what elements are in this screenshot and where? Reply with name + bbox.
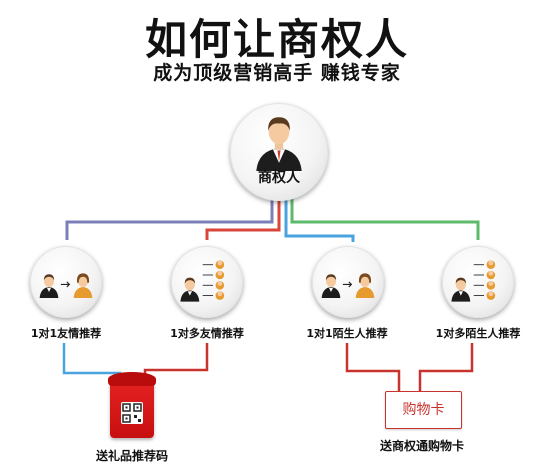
branch-node-1	[30, 246, 102, 318]
branch-label-1: 1对1友情推荐	[30, 327, 102, 340]
branch-node-3	[312, 246, 384, 318]
branch-label-2: 1对多友情推荐	[170, 327, 244, 340]
connector-branch-2	[205, 197, 281, 240]
shopping-card: 购物卡	[385, 391, 462, 429]
one-to-one-friend-icon	[39, 273, 93, 298]
connector-branch-3	[284, 197, 355, 242]
qr-code-icon	[121, 402, 143, 424]
connector-gift-red	[143, 343, 209, 380]
root-node: 商权人	[230, 103, 328, 201]
one-to-many-friend-icon	[180, 260, 225, 302]
one-to-one-stranger-icon	[321, 273, 375, 298]
branch-node-2	[171, 246, 243, 318]
gift-label: 送礼品推荐码	[95, 449, 168, 463]
connector-branch-4	[290, 197, 480, 240]
red-envelope-flap	[108, 372, 156, 386]
connector-branch-1	[65, 197, 274, 240]
branch-label-3: 1对1陌生人推荐	[306, 327, 388, 340]
page-title: 如何让商权人	[144, 15, 409, 64]
root-label: 商权人	[258, 170, 300, 186]
page-subtitle: 成为顶级营销高手 赚钱专家	[153, 62, 401, 84]
branch-label-4: 1对多陌生人推荐	[435, 327, 521, 340]
connector-card-left	[345, 343, 401, 391]
branch-node-4	[442, 246, 514, 318]
card-label: 送商权通购物卡	[379, 439, 464, 453]
one-to-many-stranger-icon	[451, 260, 496, 302]
red-envelope-qr-icon	[108, 372, 156, 438]
businessman-icon	[256, 117, 302, 171]
connector-card-right	[418, 343, 474, 391]
